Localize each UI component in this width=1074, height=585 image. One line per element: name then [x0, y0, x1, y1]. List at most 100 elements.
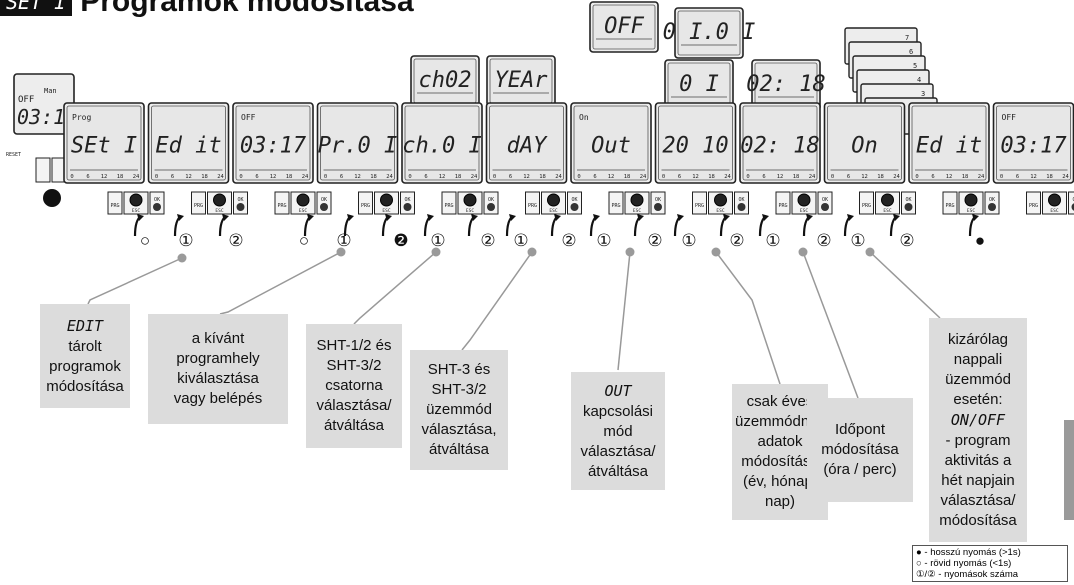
button-group-6-esc-label: ESC — [633, 208, 641, 214]
button-group-10-ok-knob — [988, 203, 996, 211]
main-display-2-sub: OFF — [241, 113, 256, 122]
stacked-card-num-2: 5 — [913, 62, 917, 70]
button-group-10-prg-label: PRG — [945, 203, 954, 209]
main-display-7-screen — [658, 105, 733, 181]
main-display-6-screen — [573, 105, 649, 181]
leader-channel — [353, 251, 437, 325]
press-arrow-5-head — [385, 214, 392, 221]
button-group-4-ok-label: OK — [488, 197, 494, 203]
main-display-7-scale-1: 6 — [678, 174, 681, 180]
main-display-11-screen — [996, 105, 1071, 181]
leader-date-dot — [711, 247, 721, 257]
callout-channel: SHT-1/2 és SHT-3/2 csatorna választása/ … — [306, 324, 402, 448]
button-group-3-man-knob — [380, 193, 393, 207]
button-group-10-ok-label: OK — [989, 197, 995, 203]
button-group-3-esc-label: ESC — [382, 208, 390, 214]
main-display-4-scale-0: 0 — [408, 174, 411, 180]
callout-day-mode-text2: - program aktivitás a hét napjain válasz… — [939, 431, 1017, 529]
main-display-9-screen — [827, 105, 902, 181]
leader-out — [617, 251, 631, 371]
button-group-3-prg-box — [358, 191, 373, 215]
button-group-0-ok-label: OK — [154, 197, 160, 203]
button-group-6-prg-box — [608, 191, 624, 215]
press-arrow-4-head — [347, 214, 354, 221]
callout-day-mode-mono: ON/OFF — [950, 410, 1006, 429]
press-marker-8: ① — [513, 231, 528, 250]
left-long-press — [43, 189, 61, 207]
leader-mode-dot — [527, 247, 537, 257]
button-group-3-ok-knob — [403, 203, 412, 211]
press-arrow-8-head — [509, 214, 516, 221]
press-marker-13: ② — [729, 231, 744, 250]
press-arrow-18-head — [972, 214, 979, 221]
main-display-2-scale-3: 18 — [286, 174, 293, 180]
left-display-top: OFF — [18, 95, 34, 105]
leader-channel-dot — [431, 247, 441, 257]
button-group-0-prg-box — [107, 191, 123, 215]
main-display-10-scale-4: 24 — [978, 174, 985, 180]
upper-display-4: 0 I — [664, 59, 734, 111]
main-display-11-main: 03:17 — [1000, 134, 1067, 159]
main-display-1-scale-4: 24 — [217, 174, 224, 180]
leader-date — [715, 251, 781, 385]
press-marker-5: ❷ — [393, 231, 408, 250]
main-display-1-main: Ed it — [155, 134, 221, 159]
button-group-2-man-knob — [296, 193, 310, 207]
main-display-8-scale-1: 6 — [762, 174, 765, 180]
button-group-8-prg-label: PRG — [778, 203, 787, 209]
press-marker-2: ② — [228, 231, 243, 250]
main-display-8-scale-0: 0 — [746, 174, 749, 180]
main-display-2-scale-0: 0 — [239, 174, 242, 180]
button-group-11-ok-knob — [1071, 203, 1074, 211]
button-group-5-prg-box — [525, 191, 540, 215]
main-display-0-sub: Prog — [72, 113, 91, 122]
callout-edit-mono: EDIT — [66, 316, 104, 335]
main-display-2-scale-1: 6 — [255, 174, 258, 180]
main-display-5-scale-2: 12 — [523, 174, 530, 180]
main-display-10-scale-0: 0 — [915, 174, 918, 180]
main-display-10-scale-3: 18 — [962, 174, 969, 180]
callout-day-mode-text: kizárólag nappali üzemmód esetén: — [945, 330, 1011, 408]
button-group-8-ok-knob — [821, 203, 829, 211]
main-display-7-scale-3: 18 — [708, 174, 715, 180]
button-group-8-prg-box — [775, 191, 791, 215]
main-display-7-scale-4: 24 — [724, 174, 731, 180]
press-arrow-7-head — [471, 214, 478, 221]
press-marker-16: ① — [850, 231, 865, 250]
main-display-5-scale-4: 24 — [555, 174, 562, 180]
button-group-0-esc-label: ESC — [132, 208, 140, 214]
press-marker-9: ② — [561, 231, 576, 250]
press-marker-1: ① — [178, 231, 193, 250]
main-display-3-screen — [320, 105, 395, 181]
leader-time-dot — [798, 247, 808, 257]
main-display-8-scale-2: 12 — [777, 174, 784, 180]
button-group-10-man-knob — [964, 193, 978, 207]
main-display-6-scale-3: 18 — [624, 174, 631, 180]
button-group-7-ok-knob — [737, 203, 746, 211]
button-group-7-man-knob — [714, 193, 727, 207]
main-display-2-screen — [235, 105, 311, 181]
button-group-11-prg-label: PRG — [1029, 203, 1038, 209]
stacked-card-num-3: 4 — [917, 76, 921, 84]
upper-display-2: OFF — [589, 1, 659, 53]
main-display-8-screen — [742, 105, 818, 181]
callout-edit-text: tárolt programok módosítása — [46, 337, 124, 395]
legend-short: ○ - rövid nyomás (<1s) — [916, 558, 1012, 569]
press-marker-3: ○ — [299, 231, 309, 250]
stacked-card-num-1: 6 — [909, 48, 913, 56]
button-group-2-prg-label: PRG — [277, 203, 286, 209]
main-display-8-main: 02: 18 — [740, 134, 819, 159]
button-group-7-esc-label: ESC — [716, 208, 724, 214]
press-arrow-1-head — [177, 214, 184, 221]
main-display-1-scale-1: 6 — [171, 174, 174, 180]
main-display-0-main: SEt I — [71, 134, 137, 159]
